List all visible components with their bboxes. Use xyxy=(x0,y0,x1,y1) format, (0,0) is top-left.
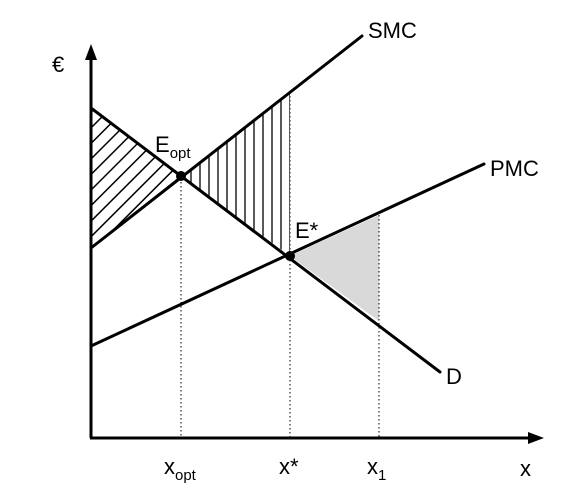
tick-x1-base: x xyxy=(367,454,378,479)
optimum-label-sub: opt xyxy=(170,145,192,162)
optimum-label: Eopt xyxy=(155,132,191,162)
tick-label-xstar: x* xyxy=(279,454,299,479)
y-axis-arrow xyxy=(85,44,97,60)
middle-hatched-area xyxy=(181,92,290,256)
left-hatched-area xyxy=(91,108,181,248)
tick-xopt-sub: opt xyxy=(175,467,197,484)
tick-xopt-base: x xyxy=(164,454,175,479)
pmc-label: PMC xyxy=(490,156,539,181)
smc-curve xyxy=(89,34,364,250)
optimum-point xyxy=(176,171,186,181)
shaded-triangle xyxy=(290,215,379,321)
market-point-label: E* xyxy=(295,218,319,243)
optimum-label-base: E xyxy=(155,132,170,157)
tick-label-xopt: xopt xyxy=(164,454,197,484)
demand-label: D xyxy=(446,364,462,389)
tick-label-x1: x1 xyxy=(367,454,386,484)
demand-curve xyxy=(89,106,442,374)
tick-x1-sub: 1 xyxy=(378,467,386,484)
x-axis-label: x xyxy=(520,456,531,481)
smc-label: SMC xyxy=(368,18,417,43)
y-axis-label: € xyxy=(52,52,64,77)
market-equilibrium-point xyxy=(285,251,295,261)
x-axis-arrow xyxy=(528,432,544,444)
